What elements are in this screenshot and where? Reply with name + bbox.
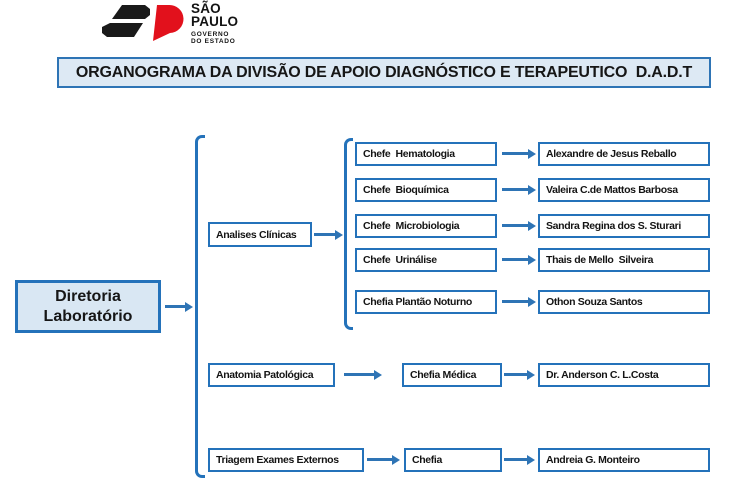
arrow-head [528, 254, 536, 265]
bracket-branches [195, 135, 205, 478]
logo-text: SÃO PAULO GOVERNO DO ESTADO [191, 2, 238, 45]
person-box-andreia-monteiro: Andreia G. Monteiro [538, 448, 710, 472]
person-box-valeira-barbosa: Valeira C.de Mattos Barbosa [538, 178, 710, 202]
person-label: Andreia G. Monteiro [546, 454, 640, 466]
arrow-shaft [314, 233, 335, 236]
arrow-role-to-person-icon [504, 454, 535, 465]
arrow-role-to-person-icon [502, 220, 536, 231]
arrow-shaft [502, 188, 528, 191]
branch-label: Triagem Exames Externos [216, 454, 339, 466]
role-label: Chefe Bioquímica [363, 184, 449, 196]
role-label: Chefe Hematologia [363, 148, 455, 160]
branch-box-anatomia-patologica: Anatomia Patológica [208, 363, 335, 387]
role-box-chefe-microbiologia: Chefe Microbiologia [355, 214, 497, 238]
person-label: Thais de Mello Silveira [546, 254, 654, 266]
logo-name-line1: SÃO [191, 1, 221, 16]
arrow-root-to-branches-icon [165, 301, 193, 312]
arrow-role-to-person-icon [502, 254, 536, 265]
arrow-role-to-person-icon [502, 296, 536, 307]
arrow-head [527, 454, 535, 465]
branch-label: Anatomia Patológica [216, 369, 314, 381]
arrow-role-to-person-icon [502, 184, 536, 195]
person-box-anderson-costa: Dr. Anderson C. L.Costa [538, 363, 710, 387]
root-label-line2: Laboratório [43, 307, 133, 325]
role-box-chefe-bioquimica: Chefe Bioquímica [355, 178, 497, 202]
arrow-anatomia-to-chefia-medica-icon [344, 369, 382, 380]
arrow-shaft [344, 373, 374, 376]
role-box-chefe-hematologia: Chefe Hematologia [355, 142, 497, 166]
logo-name-line2: PAULO [191, 13, 239, 29]
arrow-shaft [502, 258, 528, 261]
role-label: Chefia Plantão Noturno [363, 296, 472, 308]
person-box-alexandre-reballo: Alexandre de Jesus Reballo [538, 142, 710, 166]
arrow-head [528, 296, 536, 307]
arrow-shaft [504, 458, 527, 461]
person-label: Sandra Regina dos S. Sturari [546, 220, 681, 232]
sp-monogram-icon [102, 4, 184, 42]
branch-label: Analises Clínicas [216, 228, 297, 241]
arrow-head [528, 148, 536, 159]
arrow-shaft [502, 152, 528, 155]
arrow-head [335, 229, 343, 240]
arrow-shaft [165, 305, 185, 308]
role-box-chefia-plantao-noturno: Chefia Plantão Noturno [355, 290, 497, 314]
role-box-chefia-medica: Chefia Médica [402, 363, 502, 387]
arrow-shaft [504, 373, 527, 376]
arrow-head [528, 184, 536, 195]
arrow-head [528, 220, 536, 231]
logo-gov-line1: GOVERNO [191, 31, 230, 38]
root-box-diretoria-laboratorio: Diretoria Laboratório [15, 280, 161, 333]
role-label: Chefia Médica [410, 369, 477, 381]
person-box-sandra-sturari: Sandra Regina dos S. Sturari [538, 214, 710, 238]
logo-gov-line2: DO ESTADO [191, 38, 236, 45]
arrow-head [527, 369, 535, 380]
arrow-triagem-to-chefia-icon [367, 454, 400, 465]
person-box-othon-santos: Othon Souza Santos [538, 290, 710, 314]
branch-box-triagem-exames-externos: Triagem Exames Externos [208, 448, 364, 472]
arrow-head [185, 301, 193, 312]
root-label-line1: Diretoria [55, 287, 121, 305]
arrow-shaft [367, 458, 392, 461]
person-label: Othon Souza Santos [546, 296, 643, 308]
page-title: ORGANOGRAMA DA DIVISÃO DE APOIO DIAGNÓST… [75, 63, 693, 81]
page-title-banner: ORGANOGRAMA DA DIVISÃO DE APOIO DIAGNÓST… [57, 57, 711, 88]
arrow-analises-to-children-icon [314, 229, 343, 240]
arrow-shaft [502, 224, 528, 227]
role-box-chefe-urinalise: Chefe Urinálise [355, 248, 497, 272]
role-label: Chefe Urinálise [363, 254, 437, 266]
arrow-head [392, 454, 400, 465]
role-box-chefia: Chefia [404, 448, 502, 472]
branch-box-analises-clinicas: Analises Clínicas [208, 222, 312, 247]
person-label: Alexandre de Jesus Reballo [546, 148, 677, 160]
sao-paulo-logo: SÃO PAULO GOVERNO DO ESTADO [100, 2, 250, 48]
person-label: Dr. Anderson C. L.Costa [546, 369, 659, 381]
person-box-thais-silveira: Thais de Mello Silveira [538, 248, 710, 272]
role-label: Chefe Microbiologia [363, 220, 460, 232]
bracket-analises-children [344, 138, 353, 330]
arrow-role-to-person-icon [504, 369, 535, 380]
role-label: Chefia [412, 454, 442, 466]
arrow-shaft [502, 300, 528, 303]
arrow-head [374, 369, 382, 380]
person-label: Valeira C.de Mattos Barbosa [546, 184, 678, 196]
arrow-role-to-person-icon [502, 148, 536, 159]
